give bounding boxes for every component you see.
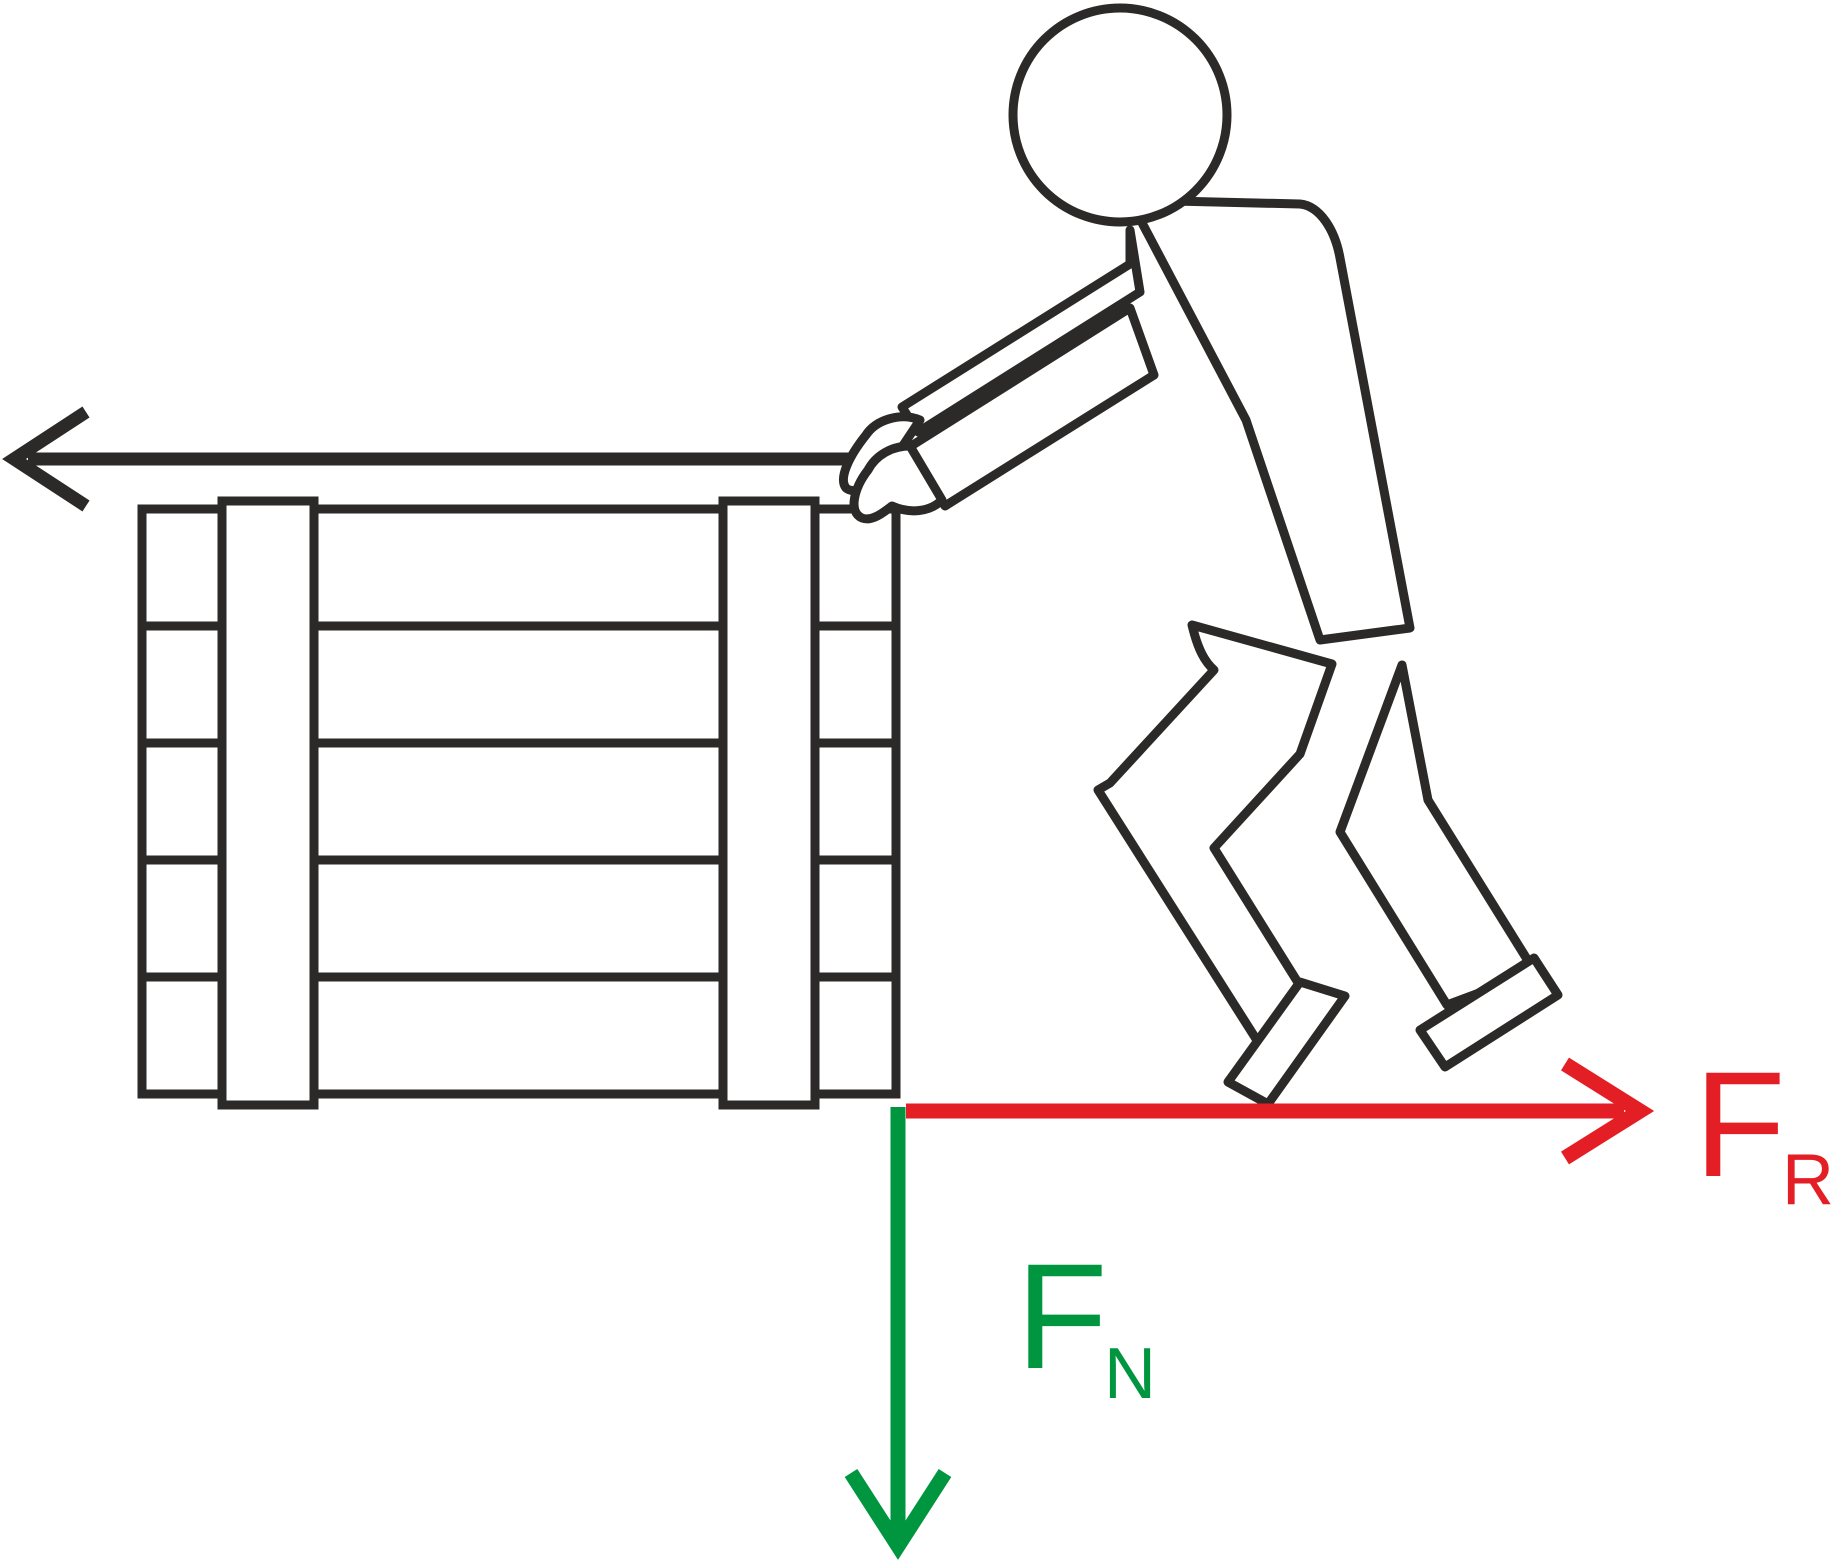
normal-force-label-subscript: N — [1104, 1334, 1156, 1414]
friction-arrow-head — [1561, 1057, 1655, 1165]
normal-force-label: F — [1016, 1232, 1108, 1400]
person-front-foot — [1223, 977, 1350, 1109]
push-arrow — [2, 406, 880, 512]
person-hand-lower — [849, 441, 947, 524]
normal-force-arrow-head — [844, 1468, 952, 1560]
push-arrow-head — [2, 406, 90, 512]
friction-label-subscript: R — [1782, 1140, 1834, 1220]
crate-right-brace — [718, 496, 820, 1110]
person-back-foot — [1415, 953, 1563, 1072]
person-head — [1008, 3, 1232, 227]
person-front-leg — [1093, 620, 1337, 1047]
crate-left-brace — [217, 496, 319, 1110]
friction-label: F — [1694, 1040, 1786, 1208]
person-back-leg — [1335, 660, 1540, 1010]
normal-force-arrow — [844, 1107, 952, 1560]
friction-arrow — [906, 1057, 1655, 1165]
crate — [137, 496, 901, 1110]
person — [838, 3, 1563, 1109]
person-torso — [1125, 195, 1415, 645]
